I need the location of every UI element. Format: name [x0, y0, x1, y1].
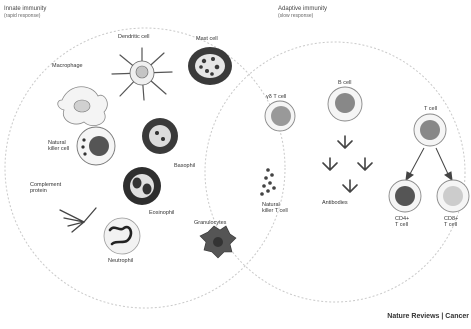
innate-immunity-heading: Innate immunity (rapid response) [4, 6, 46, 20]
gamma-delta-t-cell [265, 101, 295, 131]
arrow-to-cd8 [436, 148, 452, 180]
mast-cell [188, 47, 232, 85]
dendritic-cell [112, 48, 172, 100]
journal-credit: Nature Reviews | Cancer [387, 313, 469, 320]
label-natural-killer-cell: Natural killer cell [48, 140, 69, 152]
innate-heading-line1: Innate immunity [4, 6, 46, 12]
label-b-cell: B cell [338, 80, 351, 86]
label-t-cell: T cell [424, 106, 437, 112]
label-cd8-t-cell: CD8+ T cell [444, 216, 458, 228]
macrophage-cell [58, 87, 108, 126]
natural-killer-t-cell [260, 168, 276, 196]
label-basophil: Basophil [174, 163, 195, 169]
neutrophil-cell [104, 218, 140, 254]
label-antibodies: Antibodies [322, 200, 348, 206]
cd4-t-cell [389, 180, 421, 212]
adaptive-immunity-heading: Adaptive immunity (slow response) [278, 6, 327, 20]
label-granulocytes: Granulocytes [194, 220, 226, 226]
adaptive-heading-line2: (slow response) [278, 13, 327, 20]
granulocyte-cell [200, 226, 236, 258]
label-dendritic-cell: Dendritic cell [118, 34, 149, 40]
innate-heading-line2: (rapid response) [4, 13, 46, 20]
label-gamma-delta-t-cell: γδ T cell [266, 94, 286, 100]
natural-killer-cell [77, 127, 115, 165]
cd8-line2: T cell [444, 222, 457, 228]
adaptive-immunity-region [205, 42, 465, 302]
adaptive-heading-line1: Adaptive immunity [278, 6, 327, 12]
label-natural-killer-t-cell: Natural killer T cell [262, 202, 288, 214]
complement-protein [60, 208, 96, 232]
label-complement-protein: Complement protein [30, 182, 61, 194]
label-cd4-t-cell: CD4+ T cell [395, 216, 409, 228]
arrow-to-cd4 [406, 148, 424, 180]
eosinophil-cell [123, 167, 161, 205]
basophil-cell [142, 118, 178, 154]
label-neutrophil: Neutrophil [108, 258, 133, 264]
cd8-t-cell [437, 180, 469, 212]
complement-line2: protein [30, 188, 47, 194]
nkt-line2: killer T cell [262, 208, 288, 214]
t-cell [414, 114, 446, 146]
label-mast-cell: Mast cell [196, 36, 218, 42]
antibodies [323, 136, 372, 192]
label-eosinophil: Eosinophil [149, 210, 174, 216]
cd4-line2: T cell [395, 222, 408, 228]
b-cell [328, 87, 362, 121]
nk-line2: killer cell [48, 146, 69, 152]
label-macrophage: Macrophage [52, 63, 83, 69]
